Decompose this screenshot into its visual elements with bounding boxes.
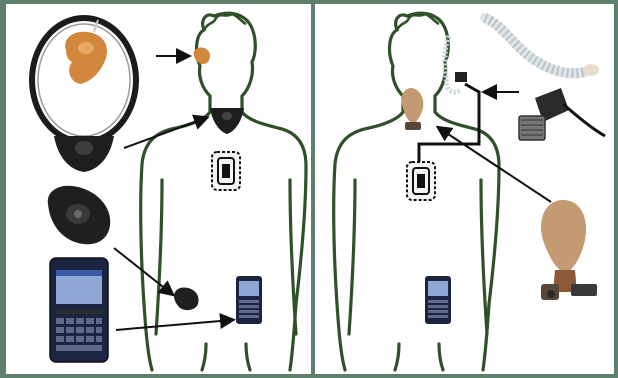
ear-bud-icon [65,20,107,84]
cable [419,84,479,164]
mic-clip-small-icon [455,72,467,82]
arrow-phone [116,320,232,330]
mobile-phone-small-icon [236,276,262,324]
neck-pendant-icon [210,108,244,134]
left-panel [6,4,311,374]
key-fob-icon [48,186,110,245]
coiled-tube-earpiece-icon [485,18,605,140]
body-receiver-icon [212,152,240,190]
lapel-microphone-icon [541,200,597,300]
lapel-mic-small-icon [401,88,423,130]
body-receiver-icon [407,162,435,200]
arrow-neckloop [124,118,206,148]
mobile-phone-icon [50,258,108,362]
right-panel-diagram [315,4,614,374]
mobile-phone-small-icon [425,276,451,324]
coiled-tube-small-icon [445,36,459,92]
right-panel [315,4,614,374]
left-panel-diagram [6,4,311,374]
ear-bud-small-icon [194,47,210,64]
body-outline [141,13,306,370]
key-fob-small-icon [174,287,199,310]
